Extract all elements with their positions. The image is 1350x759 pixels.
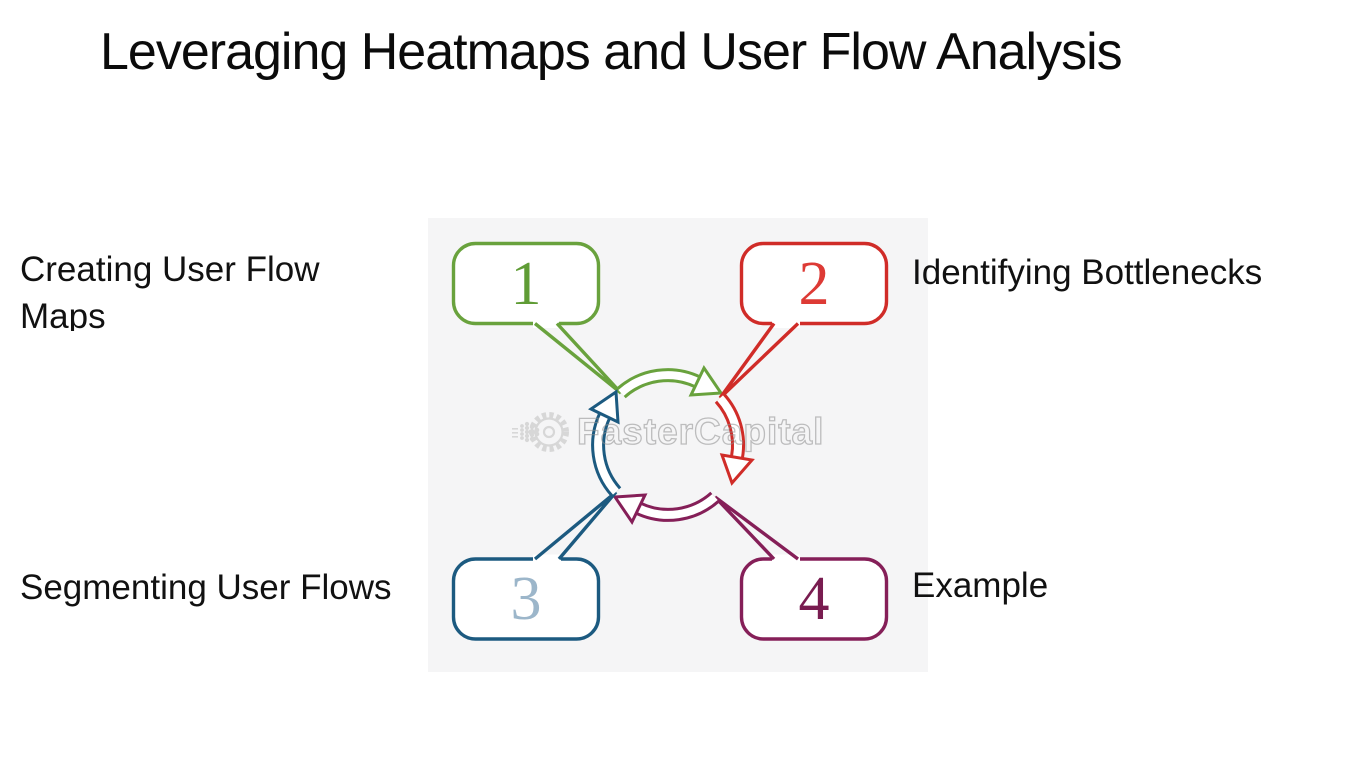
step-1-arrowhead-icon [688, 365, 724, 397]
step-4-border-gap [772, 554, 800, 564]
step-2-arrowhead-icon [719, 453, 755, 486]
step-1-connector [533, 322, 623, 395]
step-2-connector [718, 322, 800, 400]
step-4-box [739, 557, 889, 641]
step-2-box [739, 241, 889, 326]
step-1-box [451, 241, 601, 326]
step-3-arrowhead-icon [588, 389, 620, 425]
step-1-shape [451, 241, 724, 399]
step-4-label: Example [912, 566, 1049, 605]
page-title: Leveraging Heatmaps and User Flow Analys… [100, 23, 1123, 81]
step-2-label: Identifying Bottlenecks [912, 253, 1263, 292]
step-3-shape [451, 389, 622, 641]
step-3-label: Segmenting User Flows [20, 568, 392, 607]
step-3-box [451, 557, 601, 641]
step-1-label: Creating User Flow Maps [20, 250, 320, 331]
step-2-shape [714, 241, 889, 486]
step-4-connector [713, 495, 800, 561]
step-4-arrowhead-icon [612, 493, 648, 525]
step-3-border-gap [533, 554, 561, 564]
step-2-border-gap [772, 319, 800, 328]
step-4-shape [612, 491, 889, 641]
step-1-border-gap [533, 319, 559, 328]
step-3-connector [533, 490, 618, 561]
